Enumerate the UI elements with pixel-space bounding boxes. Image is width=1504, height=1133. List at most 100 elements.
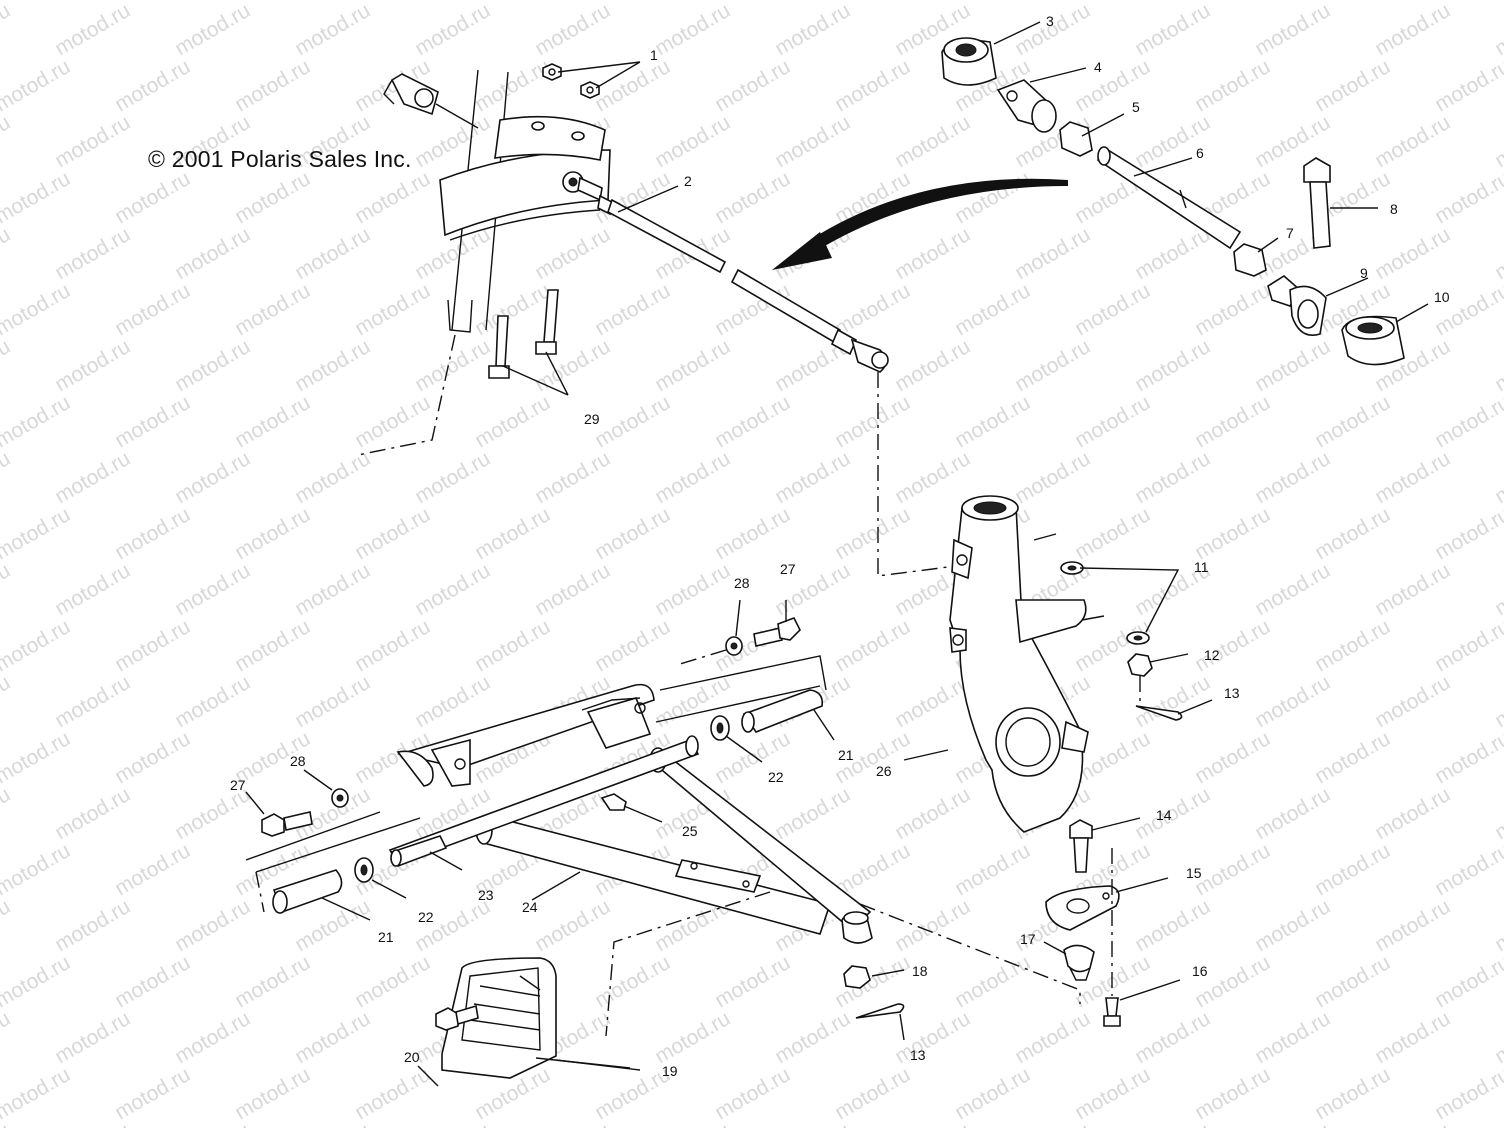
watermark-text: motod.ru	[0, 0, 14, 60]
watermark-text: motod.ru	[411, 671, 494, 732]
watermark-text: motod.ru	[111, 615, 194, 676]
watermark-text: motod.ru	[111, 279, 194, 340]
callout-23: 23	[478, 887, 494, 903]
watermark-text: motod.ru	[1371, 0, 1454, 60]
callout-20: 20	[404, 1049, 420, 1065]
watermark-text: motod.ru	[291, 223, 374, 284]
watermark-text: motod.ru	[1191, 1063, 1274, 1124]
part-2-tie-rod	[562, 171, 889, 373]
watermark-text: motod.ru	[831, 503, 914, 564]
callout-12: 12	[1204, 647, 1220, 663]
callout-15: 15	[1186, 865, 1202, 881]
part-2-leader	[617, 185, 679, 213]
watermark-text: motod.ru	[0, 503, 74, 564]
callout-1: 1	[650, 47, 658, 63]
watermark-text: motod.ru	[711, 55, 794, 116]
watermark-text: motod.ru	[831, 55, 914, 116]
watermark-text: motod.ru	[1191, 391, 1274, 452]
watermark-text: motod.ru	[651, 559, 734, 620]
watermark-text: motod.ru	[1491, 1007, 1504, 1068]
callout-27a: 27	[780, 561, 796, 577]
part-12-castle-nut	[1127, 653, 1189, 677]
watermark-text: motod.ru	[0, 447, 14, 508]
watermark-text: motod.ru	[51, 895, 134, 956]
watermark-text: motod.ru	[1491, 671, 1504, 732]
watermark-text: motod.ru	[111, 951, 194, 1012]
watermark-text: motod.ru	[351, 167, 434, 228]
watermark-text: motod.ru	[1491, 447, 1504, 508]
watermark-text: motod.ru	[1311, 839, 1394, 900]
callout-19: 19	[662, 1063, 678, 1079]
watermark-text: motod.ru	[1071, 1063, 1154, 1124]
watermark-text: motod.ru	[0, 727, 74, 788]
watermark-text: motod.ru	[1371, 559, 1454, 620]
part-6-adjuster-tube	[1096, 146, 1242, 250]
part-25-grease-fitting	[600, 793, 663, 823]
watermark-text: motod.ru	[51, 671, 134, 732]
watermark-text: motod.ru	[1191, 615, 1274, 676]
watermark-text: motod.ru	[471, 55, 554, 116]
watermark-text: motod.ru	[1131, 783, 1214, 844]
callout-11: 11	[1194, 559, 1209, 575]
watermark-text: motod.ru	[1431, 1063, 1504, 1124]
watermark-text: motod.ru	[0, 783, 14, 844]
watermark-text: motod.ru	[411, 1119, 494, 1128]
watermark-text: motod.ru	[891, 1119, 974, 1128]
watermark-text: motod.ru	[1251, 895, 1334, 956]
watermark-text: motod.ru	[1071, 391, 1154, 452]
watermark-text: motod.ru	[1071, 279, 1154, 340]
watermark-text: motod.ru	[1131, 223, 1214, 284]
part-7-jam-nut	[1233, 237, 1279, 277]
callout-24: 24	[522, 899, 538, 915]
watermark-text: motod.ru	[651, 1007, 734, 1068]
part-14-bolt	[1069, 817, 1141, 873]
watermark-text: motod.ru	[111, 167, 194, 228]
watermark-text: motod.ru	[1131, 335, 1214, 396]
watermark-text: motod.ru	[771, 0, 854, 60]
watermark-text: motod.ru	[171, 895, 254, 956]
watermark-text: motod.ru	[711, 503, 794, 564]
watermark-text: motod.ru	[1491, 783, 1504, 844]
part-29-bolts	[488, 289, 569, 396]
part-10-bushing	[1341, 303, 1429, 366]
callout-22a: 22	[768, 769, 784, 785]
callout-9: 9	[1360, 265, 1368, 281]
part-3-bushing	[941, 21, 1041, 86]
watermark-text: motod.ru	[711, 167, 794, 228]
callout-17: 17	[1020, 931, 1036, 947]
callout-3: 3	[1046, 13, 1054, 29]
watermark-text: motod.ru	[1251, 335, 1334, 396]
callout-5: 5	[1132, 99, 1140, 115]
watermark-text: motod.ru	[591, 55, 674, 116]
part-18-bushing-nut	[841, 911, 905, 989]
watermark-text: motod.ru	[831, 279, 914, 340]
watermark-text: motod.ru	[111, 1063, 194, 1124]
part-8-bolt	[1303, 157, 1378, 249]
part-22-washer-left	[354, 857, 407, 899]
watermark-text: motod.ru	[1311, 615, 1394, 676]
watermark-text: motod.ru	[291, 335, 374, 396]
watermark-text: motod.ru	[171, 559, 254, 620]
watermark-text: motod.ru	[0, 895, 14, 956]
callout-7: 7	[1286, 225, 1294, 241]
callout-8: 8	[1390, 201, 1398, 217]
callout-28a: 28	[734, 575, 750, 591]
watermark-text: motod.ru	[0, 0, 74, 4]
callout-14: 14	[1156, 807, 1172, 823]
watermark-text: motod.ru	[51, 111, 134, 172]
watermark-text: motod.ru	[1491, 895, 1504, 956]
watermark-text: motod.ru	[891, 783, 974, 844]
watermark-text: motod.ru	[471, 503, 554, 564]
watermark-text: motod.ru	[1131, 1007, 1214, 1068]
watermark-text: motod.ru	[1251, 0, 1334, 60]
watermark-text: motod.ru	[0, 167, 74, 228]
watermark-text: motod.ru	[291, 1007, 374, 1068]
watermark-text: motod.ru	[951, 1063, 1034, 1124]
callout-10: 10	[1434, 289, 1450, 305]
watermark-text: motod.ru	[1011, 447, 1094, 508]
part-20-screw	[417, 1004, 479, 1087]
callout-29: 29	[584, 411, 600, 427]
callout-25: 25	[682, 823, 698, 839]
part-19-extra	[555, 1059, 641, 1071]
